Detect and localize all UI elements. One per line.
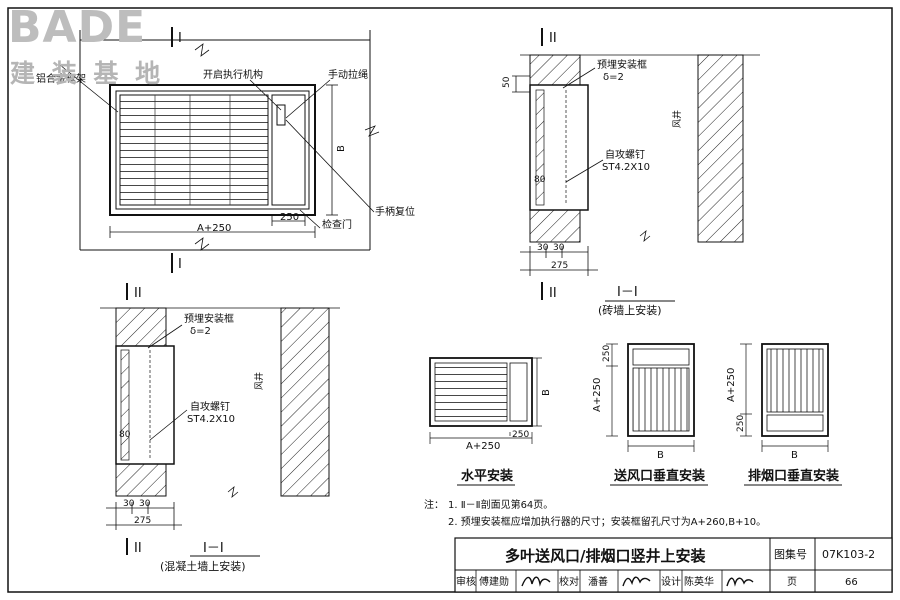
brick-wall-lower bbox=[529, 209, 581, 243]
concrete-label-screw-spec: ST4.2X10 bbox=[187, 414, 235, 425]
variant-smoke-vertical: A+250 250 B 排烟口垂直安装 bbox=[726, 343, 842, 486]
label-actuator: 开启执行机构 bbox=[203, 68, 263, 81]
watermark-subtitle: 建 装 基 地 bbox=[10, 59, 165, 88]
brick-label-screw-spec: ST4.2X10 bbox=[602, 162, 650, 173]
brick-section-title: I－I bbox=[617, 285, 638, 300]
drawing-title: 多叶送风口/排烟口竖井上安装 bbox=[505, 547, 706, 565]
brick-wall-upper bbox=[529, 54, 581, 86]
top-view: I I 铝合金框架 开启执行机构 手动拉绳 手柄复位 检查门 A+250 250… bbox=[36, 27, 415, 273]
check-label: 校对 bbox=[559, 575, 579, 588]
variant-supply-vertical: 250 A+250 B 送风口垂直安装 bbox=[592, 343, 708, 486]
v3-dim-h: A+250 bbox=[726, 368, 737, 402]
checker-name: 潘善 bbox=[588, 575, 608, 588]
title-block: 多叶送风口/排烟口竖井上安装 图集号 07K103-2 审核 傅建勋 校对 潘善… bbox=[454, 537, 893, 593]
concrete-section-mark-bottom: II bbox=[134, 541, 142, 556]
brick-dim-30b: 30 bbox=[553, 243, 565, 253]
brick-label-delta: δ=2 bbox=[603, 72, 624, 83]
v2-dim-h: A+250 bbox=[592, 378, 603, 412]
concrete-shaft-wall bbox=[280, 307, 330, 497]
note-1: 1. Ⅱ－Ⅱ剖面见第64页。 bbox=[448, 498, 553, 511]
dim-width: A+250 bbox=[197, 223, 231, 234]
concrete-wall-lower bbox=[115, 463, 167, 497]
concrete-label-screw: 自攻螺钉 bbox=[190, 400, 230, 413]
v2-dim-small: 250 bbox=[602, 345, 612, 362]
review-label: 审核 bbox=[456, 575, 476, 588]
brick-dim-80: 80 bbox=[534, 175, 546, 185]
label-inspection-door: 检查门 bbox=[322, 218, 352, 231]
v1-caption: 水平安装 bbox=[461, 468, 513, 484]
designer-signature bbox=[726, 577, 754, 587]
blade-grille bbox=[119, 94, 269, 206]
concrete-wall-upper bbox=[115, 307, 167, 347]
brick-caption: (砖墙上安装) bbox=[598, 303, 662, 317]
v1-dim-small: 250 bbox=[512, 430, 529, 440]
checker-signature bbox=[622, 576, 651, 587]
page-number: 66 bbox=[845, 577, 858, 588]
label-handle-reset: 手柄复位 bbox=[375, 205, 415, 218]
concrete-dim-30b: 30 bbox=[139, 499, 151, 509]
atlas-number: 07K103-2 bbox=[822, 548, 875, 561]
reviewer-name: 傅建勋 bbox=[479, 575, 509, 588]
label-frame: 铝合金框架 bbox=[36, 72, 86, 85]
atlas-label: 图集号 bbox=[774, 547, 807, 561]
concrete-dim-total: 275 bbox=[134, 516, 151, 526]
top-section-mark-lower: I bbox=[178, 257, 182, 272]
note-2: 2. 预埋安装框应增加执行器的尺寸；安装框留孔尺寸为A+260,B+10。 bbox=[448, 515, 766, 528]
concrete-wall-section: II II 预埋安装框 δ=2 自攻螺钉 ST4.2X10 风井 80 30 3… bbox=[100, 283, 340, 573]
concrete-label-frame: 预埋安装框 bbox=[184, 312, 234, 325]
brick-dim-30a: 30 bbox=[537, 243, 549, 253]
v3-dim-w: B bbox=[791, 450, 798, 461]
brick-label-shaft: 风井 bbox=[671, 110, 683, 128]
dim-height: B bbox=[336, 145, 347, 152]
v3-dim-small: 250 bbox=[736, 415, 746, 432]
design-label: 设计 bbox=[661, 575, 681, 588]
v3-caption: 排烟口垂直安装 bbox=[748, 468, 839, 484]
notes-prefix: 注： bbox=[424, 498, 444, 511]
watermark-brand: BADE bbox=[8, 2, 147, 53]
concrete-dim-30a: 30 bbox=[123, 499, 135, 509]
brick-section-mark-top: II bbox=[549, 31, 557, 46]
brick-label-frame: 预埋安装框 bbox=[597, 58, 647, 71]
reviewer-signature bbox=[521, 576, 551, 587]
concrete-dim-80: 80 bbox=[119, 430, 131, 440]
brick-label-screw: 自攻螺钉 bbox=[605, 148, 645, 161]
v1-dim-w: A+250 bbox=[466, 441, 500, 452]
v1-dim-h: B bbox=[541, 389, 552, 396]
v2-caption: 送风口垂直安装 bbox=[613, 468, 705, 484]
page-label: 页 bbox=[787, 576, 797, 588]
brick-shaft-wall bbox=[697, 54, 744, 243]
brick-dim-total: 275 bbox=[551, 261, 568, 271]
designer-name: 陈英华 bbox=[684, 575, 714, 588]
concrete-section-mark-top: II bbox=[134, 286, 142, 301]
concrete-label-shaft: 风井 bbox=[253, 372, 265, 390]
label-pull-cord: 手动拉绳 bbox=[328, 68, 368, 81]
brick-section-mark-bottom: II bbox=[549, 286, 557, 301]
sheet-border bbox=[7, 7, 893, 593]
concrete-label-delta: δ=2 bbox=[190, 326, 211, 337]
concrete-caption: (混凝土墙上安装) bbox=[160, 559, 246, 573]
inspection-door bbox=[271, 94, 306, 206]
dim-door: 250 bbox=[280, 212, 299, 223]
concrete-section-title: I－I bbox=[203, 541, 224, 556]
top-section-mark-upper: I bbox=[178, 31, 182, 46]
variant-horizontal: A+250 250 B 水平安装 bbox=[429, 357, 552, 486]
v2-dim-w: B bbox=[657, 450, 664, 461]
watermark-logo: BADE 建 装 基 地 bbox=[8, 2, 178, 89]
brick-dim-top: 50 bbox=[502, 76, 512, 88]
brick-wall-section: II II 预埋安装框 δ=2 自攻螺钉 ST4.2X10 风井 50 80 3… bbox=[502, 28, 760, 317]
notes: 注： 1. Ⅱ－Ⅱ剖面见第64页。 2. 预埋安装框应增加执行器的尺寸；安装框留… bbox=[424, 498, 766, 528]
